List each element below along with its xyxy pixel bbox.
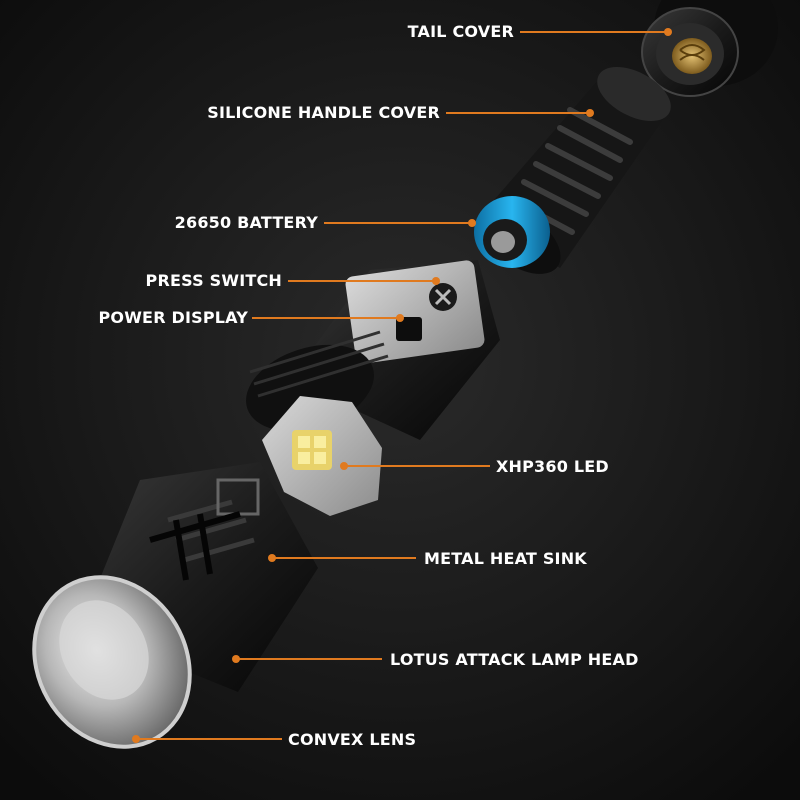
label-lamp-head: LOTUS ATTACK LAMP HEAD (390, 650, 639, 669)
label-heat-sink: METAL HEAT SINK (424, 549, 587, 568)
leader-dot-lamp-head (232, 655, 240, 663)
leader-dot-heat-sink (268, 554, 276, 562)
label-led: XHP360 LED (496, 457, 609, 476)
label-power-display: POWER DISPLAY (98, 308, 248, 327)
leader-dot-battery (468, 219, 476, 227)
label-tail-cover: TAIL COVER (407, 22, 514, 41)
label-press-switch: PRESS SWITCH (145, 271, 282, 290)
switch-body-part (246, 260, 500, 440)
leader-dot-handle-cover (586, 109, 594, 117)
led-board-part (262, 396, 382, 516)
convex-lens-part (32, 575, 192, 749)
leader-dot-led (340, 462, 348, 470)
label-convex-lens: CONVEX LENS (288, 730, 417, 749)
battery-part (474, 196, 550, 268)
leader-dot-power-display (396, 314, 404, 322)
leader-lines (132, 28, 672, 743)
leader-dot-convex-lens (132, 735, 140, 743)
label-battery: 26650 BATTERY (174, 213, 318, 232)
label-silicone-handle-cover: SILICONE HANDLE COVER (207, 103, 440, 122)
leader-dot-tail-cover (664, 28, 672, 36)
leader-dot-press-switch (432, 277, 440, 285)
